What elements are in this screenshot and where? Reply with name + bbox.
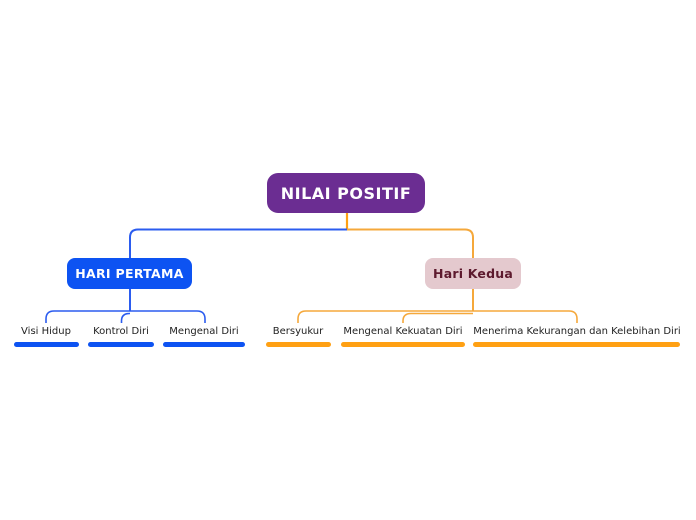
- node-visi-hidup[interactable]: Visi Hidup: [21, 326, 71, 337]
- node-hari-pertama[interactable]: HARI PERTAMA: [67, 258, 192, 289]
- underline-bersyukur: [266, 342, 331, 347]
- node-bersyukur[interactable]: Bersyukur: [272, 326, 324, 337]
- node-hari-kedua[interactable]: Hari Kedua: [425, 258, 521, 289]
- connector-to-mengenal-kekuatan-diri: [402, 312, 473, 323]
- node-mengenal-kekuatan-diri[interactable]: Mengenal Kekuatan Diri: [343, 326, 463, 337]
- underline-kontrol-diri: [88, 342, 154, 347]
- connector-to-menerima-kekurangan: [473, 310, 578, 323]
- connector-to-bersyukur: [297, 310, 473, 323]
- node-mengenal-diri[interactable]: Mengenal Diri: [169, 326, 239, 337]
- node-menerima-kekurangan[interactable]: Menerima Kekurangan dan Kelebihan Diri: [473, 326, 681, 337]
- underline-menerima-kekurangan: [473, 342, 680, 347]
- underline-mengenal-kekuatan-diri: [341, 342, 465, 347]
- underline-mengenal-diri: [163, 342, 245, 347]
- node-nilai-positif[interactable]: NILAI POSITIF: [267, 173, 425, 213]
- connector-to-kontrol-diri: [120, 312, 130, 323]
- connector-to-visi-hidup: [45, 310, 130, 323]
- connector-root-to-hari-pertama: [129, 228, 347, 258]
- underline-visi-hidup: [14, 342, 79, 347]
- connector-to-mengenal-diri: [130, 310, 206, 323]
- node-kontrol-diri[interactable]: Kontrol Diri: [93, 326, 149, 337]
- connector-root-to-hari-kedua: [347, 228, 474, 258]
